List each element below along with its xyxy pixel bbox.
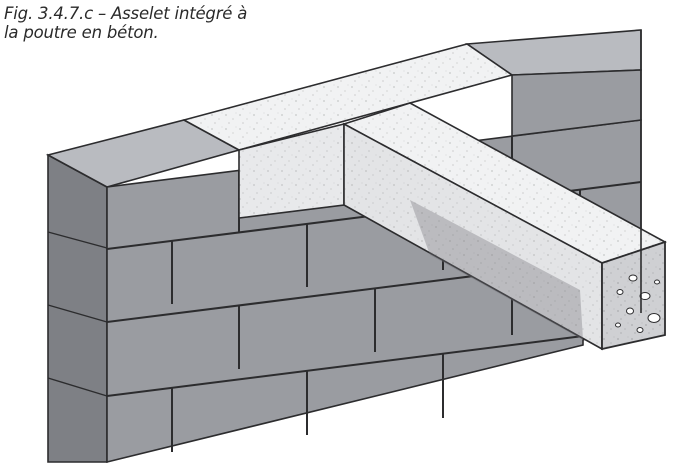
wall-side-joints — [47, 231, 108, 397]
bond-beam-front-texture — [239, 124, 344, 218]
figure-caption-line-2: la poutre en béton. — [4, 23, 159, 42]
concrete-beam-top-texture — [344, 103, 665, 263]
concrete-beam-end-texture — [602, 242, 665, 349]
bond-beam-top-texture — [184, 44, 512, 150]
concrete-beam-shadow — [410, 200, 583, 340]
concrete-beam-side-texture — [344, 124, 602, 349]
aggregate-pebbles — [615, 274, 661, 333]
figure-caption-line-1: Fig. 3.4.7.c – Asselet intégré à — [4, 4, 248, 23]
wall-left-side — [47, 153, 108, 463]
figure-caption: Fig. 3.4.7.c – Asselet intégré à la pout… — [4, 4, 248, 42]
